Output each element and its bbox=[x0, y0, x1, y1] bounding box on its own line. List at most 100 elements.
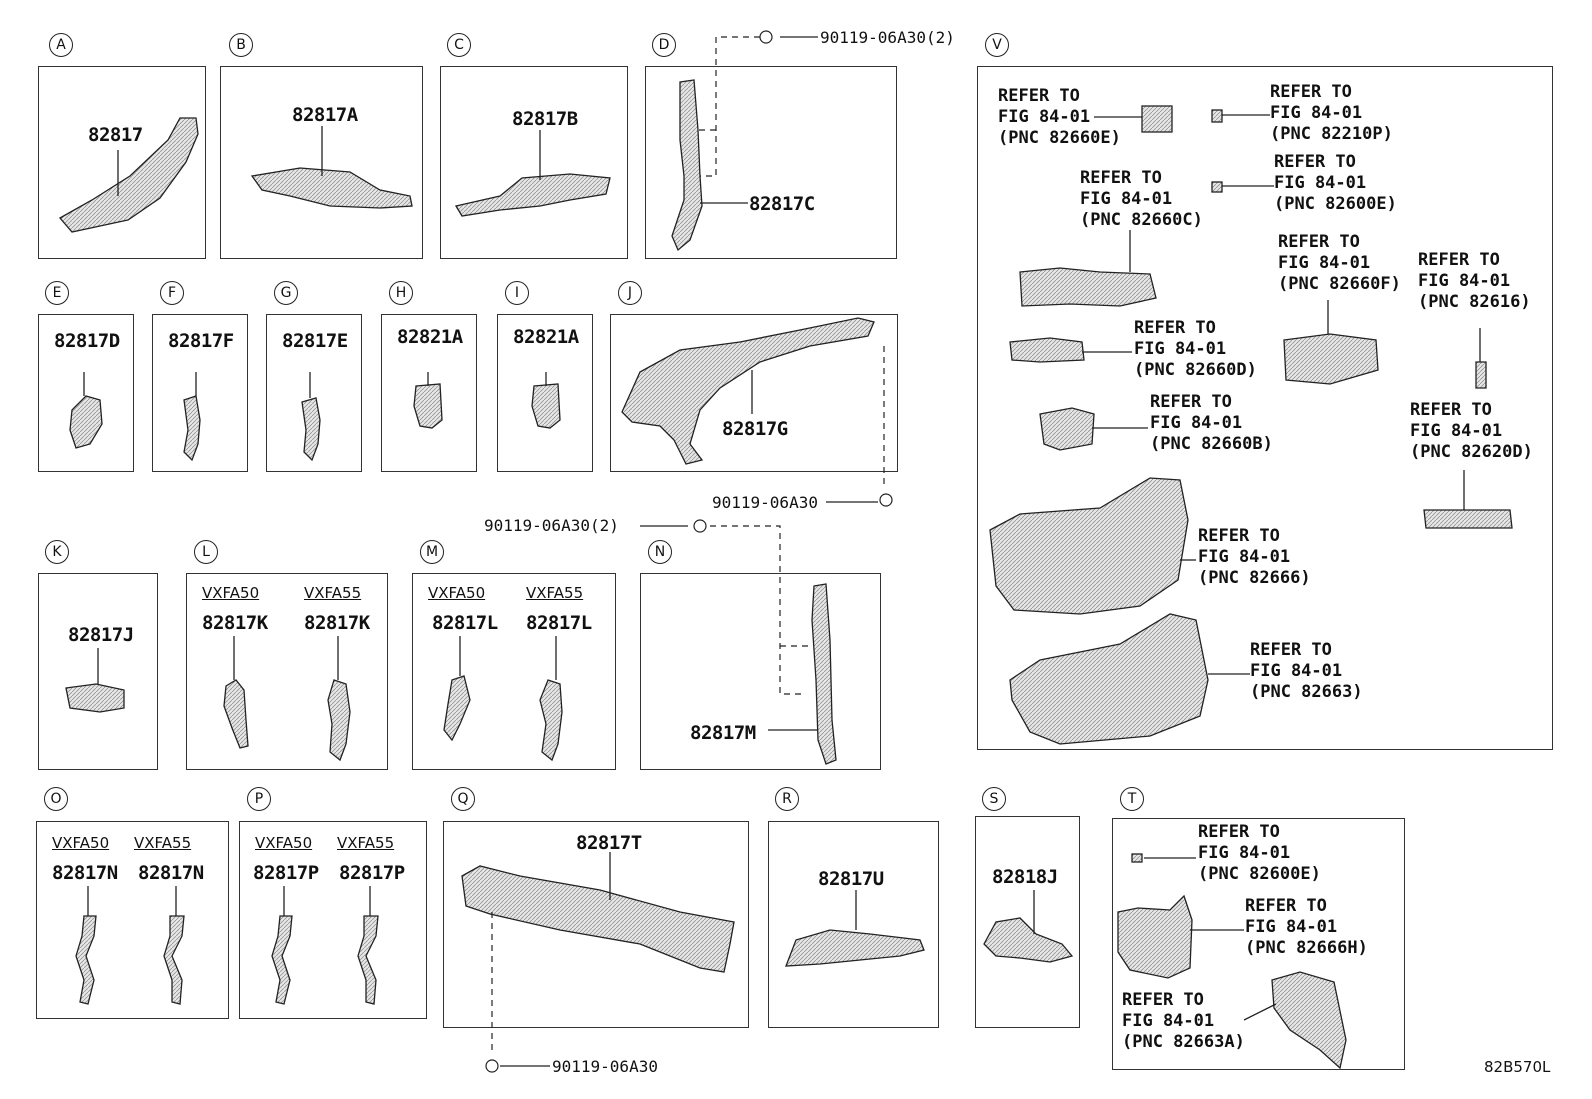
part-number-82817k-left: 82817K bbox=[202, 612, 268, 634]
part-number-82817u: 82817U bbox=[818, 868, 884, 890]
part-82817b-shape bbox=[454, 173, 611, 217]
section-label-f: F bbox=[160, 281, 184, 305]
part-82817l-left-shape bbox=[443, 675, 471, 742]
part-82817e-shape bbox=[301, 397, 321, 462]
section-label-l: L bbox=[194, 540, 218, 564]
section-e-frame bbox=[38, 314, 134, 472]
part-number-82817f: 82817F bbox=[168, 330, 234, 352]
variant-l-right: VXFA55 bbox=[304, 584, 362, 602]
variant-p-right: VXFA55 bbox=[337, 834, 395, 852]
v-part-82666-shape bbox=[989, 477, 1189, 615]
ref-t-82600e: REFER TO FIG 84-01 (PNC 82600E) bbox=[1198, 822, 1321, 884]
v-part-82210p-shape bbox=[1211, 109, 1223, 123]
part-82817f-shape bbox=[183, 395, 201, 462]
section-label-k: K bbox=[45, 540, 69, 564]
part-82817k-left-shape bbox=[223, 679, 249, 749]
section-c-frame bbox=[440, 66, 628, 259]
part-number-82817p-right: 82817P bbox=[339, 862, 405, 884]
part-number-82817a: 82817A bbox=[292, 104, 358, 126]
variant-o-left: VXFA50 bbox=[52, 834, 110, 852]
part-number-82817e: 82817E bbox=[282, 330, 348, 352]
section-label-j: J bbox=[618, 281, 642, 305]
section-n-frame bbox=[640, 573, 881, 770]
ref-v-82660e: REFER TO FIG 84-01 (PNC 82660E) bbox=[998, 86, 1121, 148]
bolt-icon-d bbox=[759, 30, 773, 44]
section-g-frame bbox=[266, 314, 362, 472]
part-number-82817g: 82817G bbox=[722, 418, 788, 440]
part-82817j-shape bbox=[65, 683, 125, 713]
part-82817-shape bbox=[58, 117, 199, 233]
part-82821a-alt-shape bbox=[531, 383, 561, 429]
bolt-icon-q bbox=[485, 1059, 499, 1073]
variant-o-right: VXFA55 bbox=[134, 834, 192, 852]
part-82817t-shape bbox=[461, 865, 735, 973]
v-part-82616-shape bbox=[1475, 361, 1487, 389]
section-label-v: V bbox=[985, 33, 1009, 57]
ref-v-82210p: REFER TO FIG 84-01 (PNC 82210P) bbox=[1270, 82, 1393, 144]
section-label-q: Q bbox=[451, 787, 475, 811]
section-m-frame bbox=[412, 573, 616, 770]
part-number-82817n-right: 82817N bbox=[138, 862, 204, 884]
part-number-82821a-h: 82821A bbox=[397, 326, 463, 348]
variant-l-left: VXFA50 bbox=[202, 584, 260, 602]
part-82817p-right-shape bbox=[357, 915, 379, 1005]
part-82817d-shape bbox=[69, 395, 103, 449]
ref-v-82616: REFER TO FIG 84-01 (PNC 82616) bbox=[1418, 250, 1531, 312]
ref-v-82660b: REFER TO FIG 84-01 (PNC 82660B) bbox=[1150, 392, 1273, 454]
section-b-frame bbox=[220, 66, 423, 259]
ref-t-82666h: REFER TO FIG 84-01 (PNC 82666H) bbox=[1245, 896, 1368, 958]
t-cover-shape bbox=[1271, 971, 1347, 1070]
part-82817u-shape bbox=[785, 929, 925, 967]
section-t-frame bbox=[1112, 818, 1405, 1070]
section-d-frame bbox=[645, 66, 897, 259]
bolt-callout-n: 90119-06A30(2) bbox=[484, 516, 619, 535]
part-number-82817d: 82817D bbox=[54, 330, 120, 352]
bolt-icon-n bbox=[693, 519, 707, 533]
section-label-c: C bbox=[447, 33, 471, 57]
section-label-t: T bbox=[1120, 787, 1144, 811]
v-part-82600e-shape bbox=[1211, 181, 1223, 193]
section-label-d: D bbox=[652, 33, 676, 57]
part-number-82817l-left: 82817L bbox=[432, 612, 498, 634]
part-number-82817k-right: 82817K bbox=[304, 612, 370, 634]
part-82817n-right-shape bbox=[163, 915, 185, 1005]
part-82817k-right-shape bbox=[327, 679, 351, 762]
section-l-frame bbox=[186, 573, 388, 770]
section-label-b: B bbox=[229, 33, 253, 57]
ref-t-82663a: REFER TO FIG 84-01 (PNC 82663A) bbox=[1122, 990, 1245, 1052]
section-label-p: P bbox=[247, 787, 271, 811]
section-p-frame bbox=[239, 821, 427, 1019]
v-part-82620d-shape bbox=[1423, 509, 1513, 529]
variant-p-left: VXFA50 bbox=[255, 834, 313, 852]
t-housing-shape bbox=[1117, 894, 1193, 979]
section-k-frame bbox=[38, 573, 158, 770]
part-82817g-shape bbox=[621, 317, 875, 465]
part-number-82817j: 82817J bbox=[68, 624, 134, 646]
section-label-m: M bbox=[420, 540, 444, 564]
variant-m-right: VXFA55 bbox=[526, 584, 584, 602]
part-82817m-shape bbox=[811, 583, 837, 765]
section-label-i: I bbox=[505, 281, 529, 305]
v-part-82660e-shape bbox=[1141, 105, 1173, 133]
t-connector-shape bbox=[1131, 853, 1143, 863]
v-part-82663-shape bbox=[1009, 613, 1209, 745]
part-82817a-shape bbox=[250, 167, 413, 209]
section-r-frame bbox=[768, 821, 939, 1028]
part-82817l-right-shape bbox=[539, 679, 563, 762]
section-label-a: A bbox=[49, 33, 73, 57]
v-part-82660c-shape bbox=[1019, 267, 1157, 307]
bolt-callout-q: 90119-06A30 bbox=[552, 1057, 658, 1076]
section-label-n: N bbox=[648, 540, 672, 564]
diagram-code: 82B570L bbox=[1484, 1058, 1551, 1076]
ref-v-82620d: REFER TO FIG 84-01 (PNC 82620D) bbox=[1410, 400, 1533, 462]
section-j-frame bbox=[610, 314, 898, 472]
bolt-callout-j: 90119-06A30 bbox=[712, 493, 818, 512]
ref-v-82660f: REFER TO FIG 84-01 (PNC 82660F) bbox=[1278, 232, 1401, 294]
part-number-82818j: 82818J bbox=[992, 866, 1058, 888]
part-82818j-shape bbox=[983, 917, 1074, 963]
section-s-frame bbox=[975, 816, 1080, 1028]
ref-v-82666: REFER TO FIG 84-01 (PNC 82666) bbox=[1198, 526, 1311, 588]
part-82817c-shape bbox=[671, 79, 703, 252]
part-number-82817b: 82817B bbox=[512, 108, 578, 130]
